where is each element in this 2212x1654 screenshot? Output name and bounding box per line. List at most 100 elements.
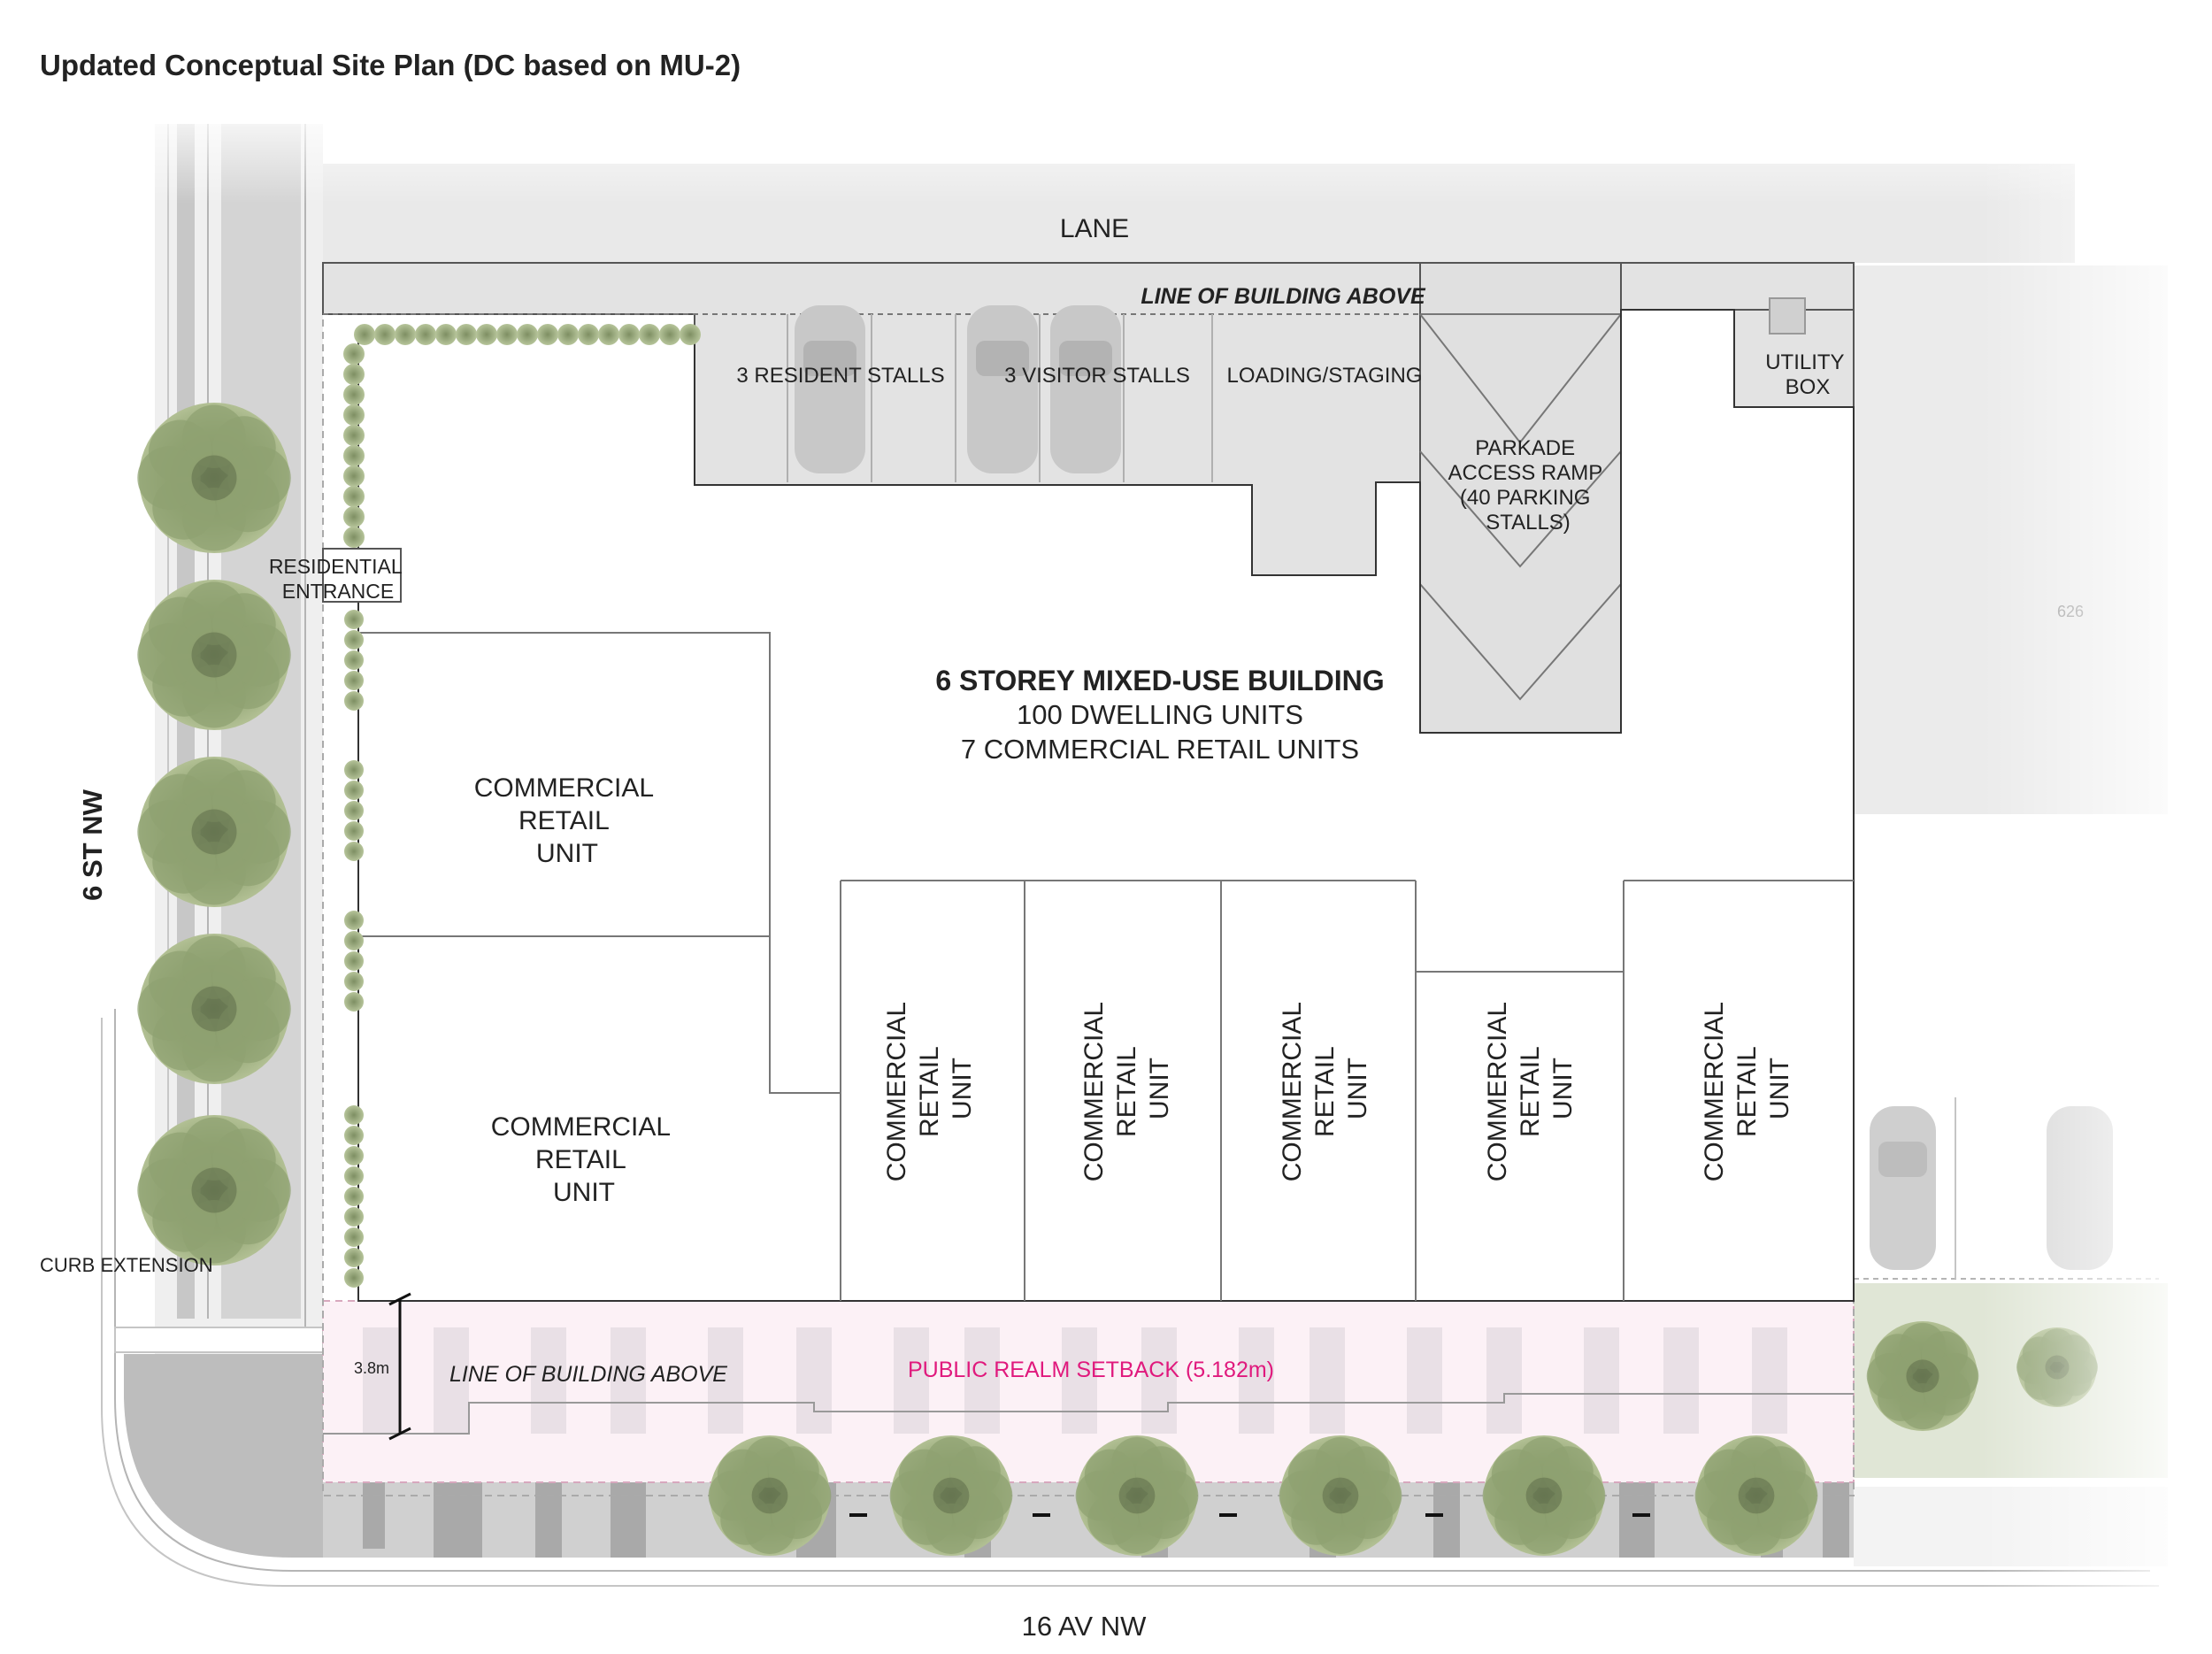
tree-icon	[889, 1435, 1013, 1556]
shrub	[344, 760, 364, 780]
shrub	[344, 610, 364, 629]
tree-leaf-cluster	[1731, 1503, 1782, 1554]
shrub	[344, 1248, 364, 1267]
tree-core	[1738, 1477, 1775, 1514]
retail-line-3: UNIT	[553, 1178, 615, 1207]
tree-core	[191, 1167, 237, 1213]
retail-line-2: RETAIL	[1112, 1047, 1141, 1137]
utility-line-2: BOX	[1786, 375, 1831, 399]
tree-leaf-cluster	[1148, 1470, 1199, 1521]
hedge-west	[343, 343, 365, 1288]
tree-leaf-cluster	[182, 1019, 246, 1082]
shrub	[618, 324, 640, 345]
tree-leaf-cluster	[137, 1158, 201, 1222]
west-street-label: 6 ST NW	[77, 789, 108, 900]
building-above-line-south	[323, 1393, 1854, 1435]
shrub	[557, 324, 579, 345]
shrub	[344, 1105, 364, 1125]
shrub	[496, 324, 518, 345]
parkade-ramp	[1419, 262, 1622, 734]
shrub	[476, 324, 497, 345]
retail-line-3: UNIT	[536, 839, 598, 868]
shrub	[344, 630, 364, 650]
south-street-label: 16 AV NW	[1022, 1611, 1147, 1642]
shrub	[435, 324, 457, 345]
shrub	[343, 465, 365, 487]
tree-core	[191, 986, 237, 1032]
tree-core	[191, 455, 237, 501]
tree-leaf-cluster	[1866, 1352, 1913, 1400]
tree-core	[1118, 1477, 1156, 1514]
tree-icon	[137, 757, 291, 907]
svg-text:COMMERCIAL RETAIL: COMMERCIAL RETAIL UNIT	[1278, 996, 1372, 1182]
utility-box	[1769, 297, 1806, 335]
building-above-label-bottom: LINE OF BUILDING ABOVE	[449, 1362, 727, 1387]
corner-road	[124, 1354, 323, 1558]
tree-leaf-cluster	[137, 446, 201, 510]
tree-leaf-cluster	[137, 977, 201, 1041]
tree-leaf-cluster	[227, 1158, 291, 1222]
tree-icon	[1279, 1435, 1402, 1556]
retail-unit-vertical: COMMERCIAL RETAIL UNIT	[1700, 996, 1794, 1182]
hedge-top	[354, 324, 701, 345]
tree-leaf-cluster	[926, 1437, 977, 1489]
retail-line-3: UNIT	[1548, 1058, 1578, 1119]
tree-leaf-cluster	[182, 935, 246, 999]
tree-leaf-cluster	[227, 446, 291, 510]
dimension-label: 3.8m	[354, 1359, 389, 1377]
tree-leaf-cluster	[182, 758, 246, 822]
svg-text:COMMERCIAL RETAIL: COMMERCIAL RETAIL UNIT	[1700, 996, 1794, 1182]
retail-unit-vertical: COMMERCIAL RETAIL UNIT	[1483, 1003, 1578, 1182]
ramp-chevrons	[1419, 313, 1622, 701]
tree-leaf-cluster	[1932, 1352, 1979, 1400]
tree-leaf-cluster	[1279, 1470, 1330, 1521]
retail-line-1: COMMERCIAL	[1700, 1003, 1729, 1182]
tree-core	[751, 1477, 788, 1514]
tree-leaf-cluster	[708, 1470, 759, 1521]
building-retail-units: 7 COMMERCIAL RETAIL UNITS	[961, 734, 1359, 765]
tree-core	[1525, 1477, 1563, 1514]
parkade-line-2: ACCESS RAMP	[1448, 461, 1602, 485]
tree-leaf-cluster	[1111, 1437, 1163, 1489]
shrub	[344, 1146, 364, 1165]
tree-leaf-cluster	[137, 623, 201, 687]
retail-unit-vertical: COMMERCIAL RETAIL UNIT	[1278, 996, 1372, 1182]
tree-leaf-cluster	[1899, 1383, 1947, 1430]
retail-line-1: COMMERCIAL	[882, 1003, 911, 1182]
shrub	[537, 324, 558, 345]
shrub	[344, 1166, 364, 1186]
tree-leaf-cluster	[1315, 1437, 1366, 1489]
shrub	[395, 324, 416, 345]
shrub	[343, 425, 365, 446]
tree-icon	[708, 1435, 832, 1556]
retail-line-2: RETAIL	[1732, 1047, 1762, 1137]
shrub	[517, 324, 538, 345]
tree-leaf-cluster	[1899, 1322, 1947, 1369]
tree-leaf-cluster	[962, 1470, 1013, 1521]
shrub	[344, 1227, 364, 1247]
tree-leaf-cluster	[182, 665, 246, 728]
parkade-label: PARKADE ACCESS RAMP (40 PARKING STALLS)	[1448, 436, 1609, 535]
shrub	[344, 842, 364, 861]
tree-icon	[1075, 1435, 1199, 1556]
tree-icon	[1866, 1321, 1979, 1431]
tree-icon	[137, 1115, 291, 1266]
tree-icon	[137, 580, 291, 730]
fade-right	[1982, 115, 2212, 1619]
tree-leaf-cluster	[1482, 1470, 1533, 1521]
tree-leaf-cluster	[227, 800, 291, 864]
curb-curve	[114, 1009, 2150, 1572]
tree-leaf-cluster	[1767, 1470, 1818, 1521]
tree-icon	[1482, 1435, 1606, 1556]
setback-paving-pattern	[363, 1327, 1787, 1434]
tree-leaf-cluster	[1518, 1437, 1570, 1489]
loading-label: LOADING/STAGING	[1227, 364, 1423, 388]
tree-leaf-cluster	[182, 581, 246, 645]
tree-leaf-cluster	[1111, 1503, 1163, 1554]
parkade-line-5: STALLS)	[1486, 511, 1571, 535]
tree-icon	[137, 403, 291, 553]
tree-leaf-cluster	[1075, 1470, 1126, 1521]
retail-line-3: UNIT	[1343, 1058, 1372, 1119]
svg-text:COMMERCIAL RETAIL: COMMERCIAL RETAIL UNIT	[1079, 996, 1174, 1182]
retail-line-1: COMMERCIAL	[1278, 1003, 1307, 1182]
